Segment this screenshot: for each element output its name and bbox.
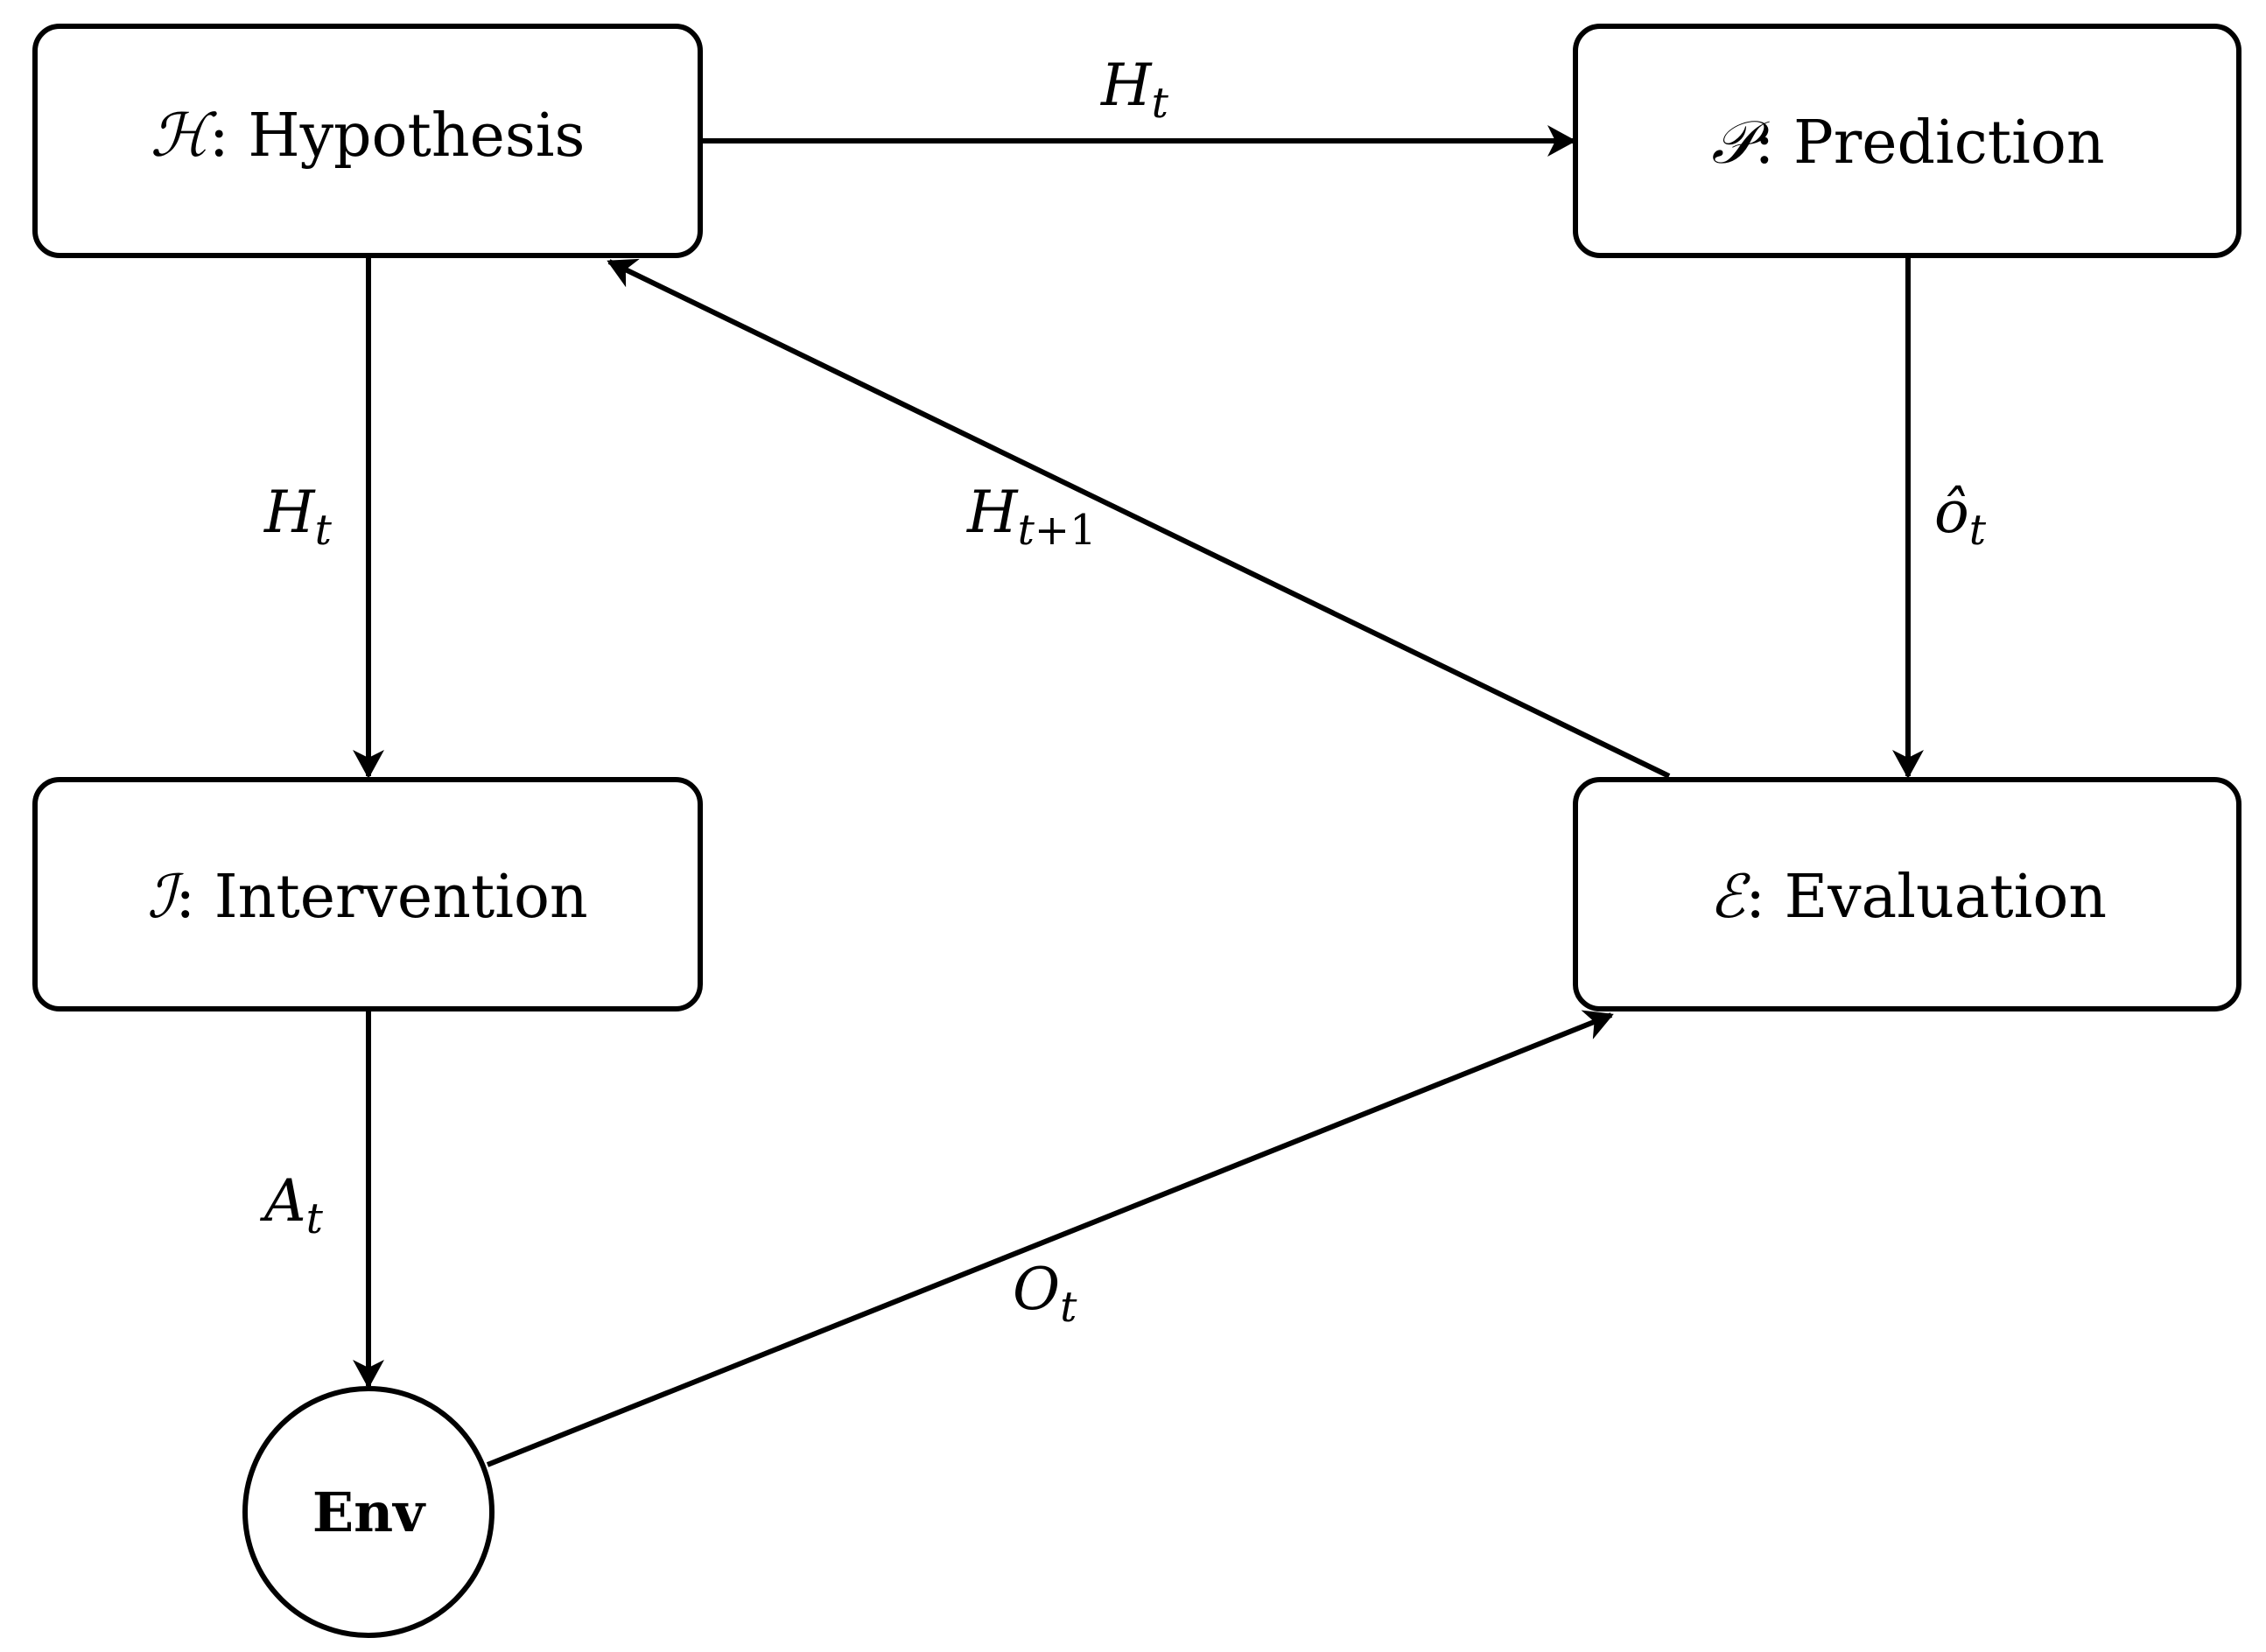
edge-label-main: ô [1934,479,1969,546]
hypothesis-separator: : [209,102,249,171]
edge-label-main: A [259,1167,306,1235]
edge-label-prediction-to-evaluation: ôt [1934,479,1987,555]
prediction-separator: : [1754,108,1793,178]
node-intervention-label: ℐ: Intervention [147,863,587,932]
node-prediction-label: 𝒫: Prediction [1711,108,2104,178]
intervention-separator: : [175,863,214,932]
node-hypothesis-box [32,24,703,258]
edge-label-main: H [1100,52,1153,119]
edge-label-evaluation-to-hypothesis: Ht+1 [966,479,1097,555]
edge-label-hypothesis-to-intervention: Ht [263,479,333,555]
evaluation-symbol: ℰ [1709,863,1751,932]
evaluation-separator: : [1745,863,1785,932]
edge-label-sub: t [1018,506,1035,555]
edge-label-sub: t [1060,1283,1077,1332]
edge-label-main: H [966,479,1019,546]
edge-label-main: H [263,479,316,546]
edge-label-hypothesis-to-prediction: Ht [1100,52,1169,128]
edge-label-sub-op: +1 [1035,506,1097,555]
node-evaluation-box [1573,777,2241,1012]
hypothesis-symbol: ℋ [151,102,218,171]
node-prediction-box [1573,24,2241,258]
node-hypothesis-label: ℋ: Hypothesis [151,102,586,171]
edge-label-env-to-evaluation: Ot [1013,1256,1077,1332]
node-hypothesis: ℋ: Hypothesis [32,24,703,258]
evaluation-text: Evaluation [1785,863,2108,932]
edge-label-sub: t [1152,79,1169,128]
node-prediction: 𝒫: Prediction [1573,24,2241,258]
node-intervention-box [32,777,703,1012]
node-env-label: Env [312,1480,426,1544]
node-env-circle [242,1386,495,1638]
node-evaluation: ℰ: Evaluation [1573,777,2241,1012]
edge-label-sub: t [1969,506,1987,555]
edge-label-sub: t [315,506,333,555]
prediction-text: Prediction [1793,108,2105,178]
edge-label-main: O [1013,1256,1060,1323]
intervention-text: Intervention [214,863,588,932]
edge-label-sub: t [306,1194,324,1243]
node-intervention: ℐ: Intervention [32,777,703,1012]
node-evaluation-label: ℰ: Evaluation [1709,863,2107,932]
edge-evaluation-to-hypothesis [607,258,1671,779]
node-env: Env [242,1386,495,1638]
hypothesis-text: Hypothesis [248,102,585,171]
edge-env-to-evaluation [486,1010,1614,1467]
edge-label-intervention-to-env: At [259,1167,324,1243]
